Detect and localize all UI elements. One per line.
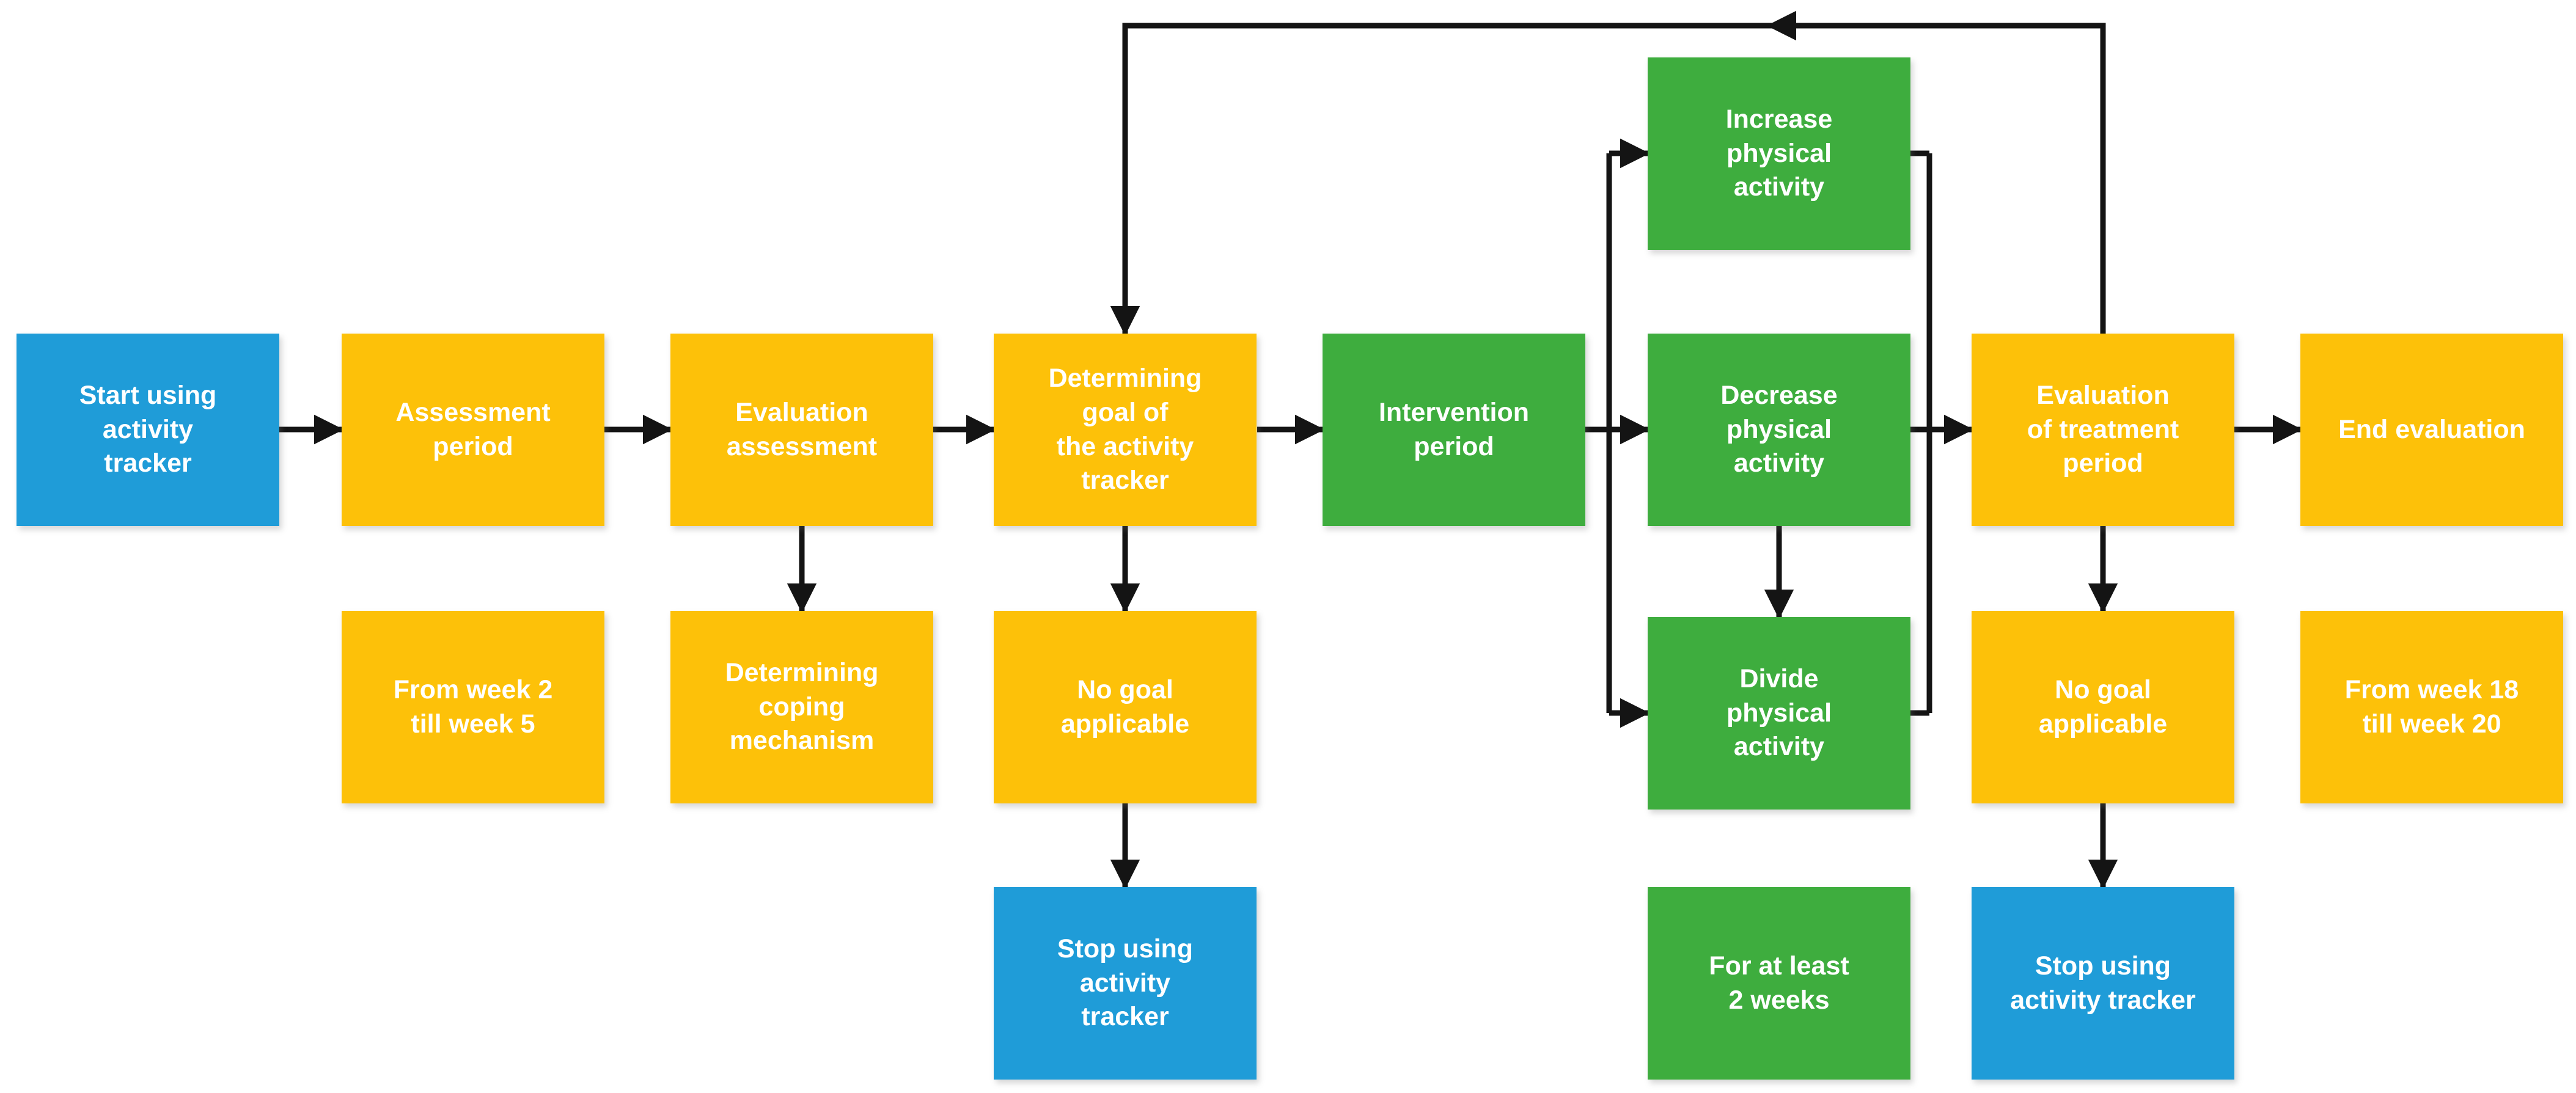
- node-determining-coping-mechanism: Determining coping mechanism: [670, 611, 933, 803]
- node-for-at-least-2-weeks: For at least 2 weeks: [1648, 887, 1910, 1080]
- node-label: Evaluation of treatment period: [2027, 380, 2179, 478]
- feedback-loop-right-segment: [1766, 10, 2106, 334]
- node-label: For at least 2 weeks: [1709, 951, 1849, 1015]
- node-from-week-18-till-week-20: From week 18 till week 20: [2300, 611, 2563, 803]
- node-label: Stop using activity tracker: [2010, 951, 2196, 1015]
- node-label: Determining coping mechanism: [725, 657, 879, 756]
- node-start-using-activity-tracker: Start using activity tracker: [17, 334, 279, 526]
- node-evaluation-assessment: Evaluation assessment: [670, 334, 933, 526]
- node-decrease-physical-activity: Decrease physical activity: [1648, 334, 1910, 526]
- node-label: Decrease physical activity: [1720, 380, 1838, 478]
- node-label: No goal applicable: [1060, 674, 1190, 739]
- node-no-goal-applicable-left: No goal applicable: [994, 611, 1257, 803]
- node-label: Assessment period: [395, 397, 551, 461]
- node-end-evaluation: End evaluation: [2300, 334, 2563, 526]
- node-intervention-period: Intervention period: [1323, 334, 1585, 526]
- node-divide-physical-activity: Divide physical activity: [1648, 617, 1910, 810]
- node-label: Increase physical activity: [1725, 104, 1833, 202]
- node-increase-physical-activity: Increase physical activity: [1648, 57, 1910, 250]
- node-evaluation-of-treatment-period: Evaluation of treatment period: [1972, 334, 2234, 526]
- node-label: Divide physical activity: [1726, 663, 1832, 762]
- node-label: Intervention period: [1378, 397, 1530, 461]
- node-label: No goal applicable: [2038, 674, 2168, 739]
- node-determining-goal: Determining goal of the activity tracker: [994, 334, 1257, 526]
- node-label: End evaluation: [2338, 414, 2525, 444]
- feedback-loop-left-segment: [1110, 23, 1769, 336]
- node-from-week-2-till-week-5: From week 2 till week 5: [342, 611, 604, 803]
- node-label: From week 2 till week 5: [393, 674, 553, 739]
- node-label: Determining goal of the activity tracker: [1048, 363, 1202, 495]
- node-no-goal-applicable-right: No goal applicable: [1972, 611, 2234, 803]
- node-stop-using-activity-tracker-right: Stop using activity tracker: [1972, 887, 2234, 1080]
- node-label: Evaluation assessment: [726, 397, 878, 461]
- node-label: Stop using activity tracker: [1057, 934, 1194, 1032]
- node-assessment-period: Assessment period: [342, 334, 604, 526]
- node-label: Start using activity tracker: [79, 380, 217, 478]
- node-stop-using-activity-tracker-left: Stop using activity tracker: [994, 887, 1257, 1080]
- node-label: From week 18 till week 20: [2344, 674, 2519, 739]
